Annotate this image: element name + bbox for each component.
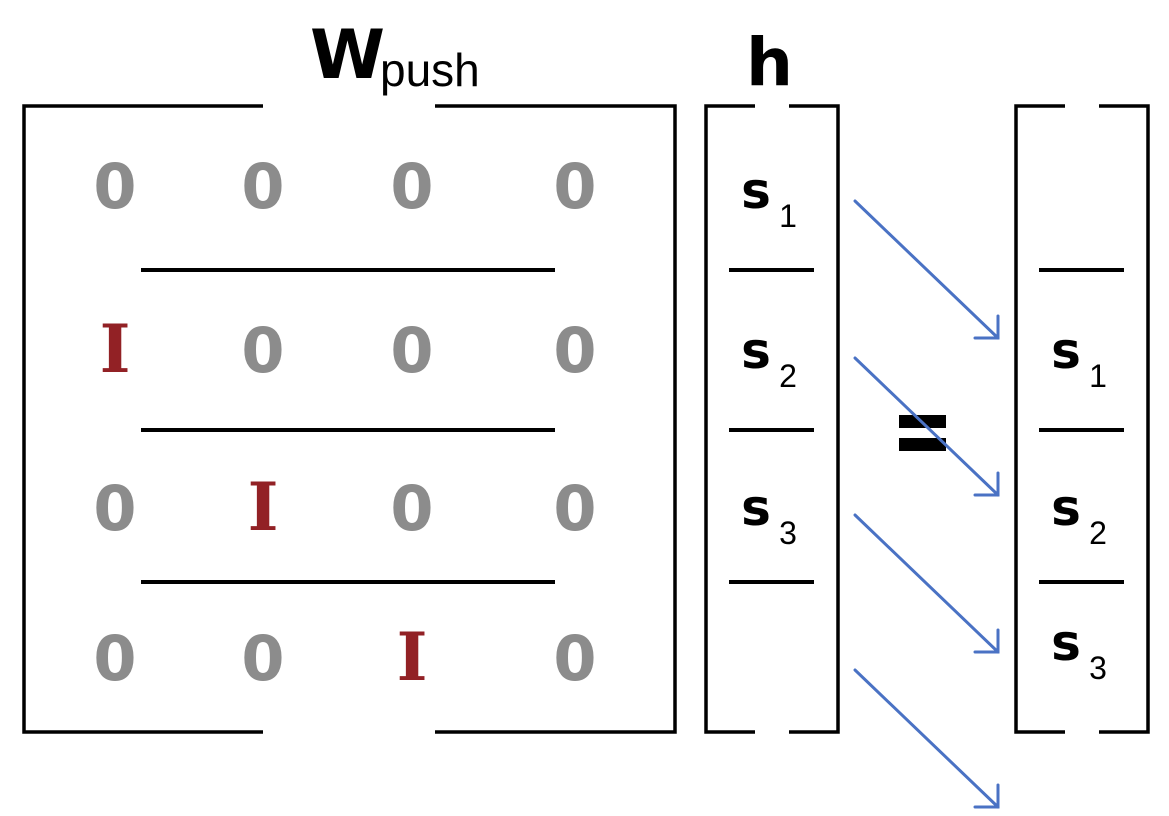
shift-arrow <box>853 199 1000 340</box>
input-vector-entry-symbol: s <box>741 162 771 220</box>
input-vector-entry-symbol: s <box>741 479 771 537</box>
shift-arrow <box>853 513 1000 654</box>
input-vector-entry-subscript: 1 <box>779 198 797 234</box>
shift-arrow <box>853 356 1000 497</box>
matrix-row-dividers <box>141 268 555 584</box>
identity-entry: I <box>248 468 279 546</box>
input-vector-dividers <box>729 268 814 584</box>
shift-arrows <box>853 199 1000 809</box>
output-vector-entry-subscript: 3 <box>1089 650 1107 686</box>
output-vector-dividers <box>1039 268 1124 584</box>
input-vector-entry-subscript: 2 <box>779 358 797 394</box>
zero-entry: 0 <box>390 472 433 545</box>
output-vector-entry-symbol: s <box>1051 614 1081 672</box>
zero-entry: 0 <box>93 472 136 545</box>
shift-arrow <box>853 668 1000 809</box>
output-vector-entry-subscript: 1 <box>1089 358 1107 394</box>
input-vector-entry-subscript: 3 <box>779 515 797 551</box>
vector-label-h: h <box>746 24 793 101</box>
input-vector-entry-symbol: s <box>741 322 771 380</box>
input-vector-bracket <box>704 104 840 734</box>
zero-entry: 0 <box>553 472 596 545</box>
zero-entry: 0 <box>241 314 284 387</box>
output-vector-entry-symbol: s <box>1051 479 1081 537</box>
zero-entry: 0 <box>93 150 136 223</box>
zero-entry: 0 <box>553 150 596 223</box>
equals-sign <box>899 415 946 451</box>
matrix-label-main: W <box>310 16 385 95</box>
zero-entry: 0 <box>553 314 596 387</box>
zero-entry: 0 <box>390 314 433 387</box>
identity-entry: I <box>100 310 131 388</box>
output-vector-bracket <box>1014 104 1150 734</box>
zero-entry: 0 <box>390 150 433 223</box>
matrix-bracket <box>22 104 677 734</box>
output-vector-entry-subscript: 2 <box>1089 515 1107 551</box>
identity-entry: I <box>397 618 428 696</box>
zero-entry: 0 <box>241 150 284 223</box>
zero-entry: 0 <box>553 622 596 695</box>
matrix-label-sub: push <box>380 44 480 96</box>
zero-entry: 0 <box>241 622 284 695</box>
zero-entry: 0 <box>93 622 136 695</box>
output-vector-entry-symbol: s <box>1051 322 1081 380</box>
